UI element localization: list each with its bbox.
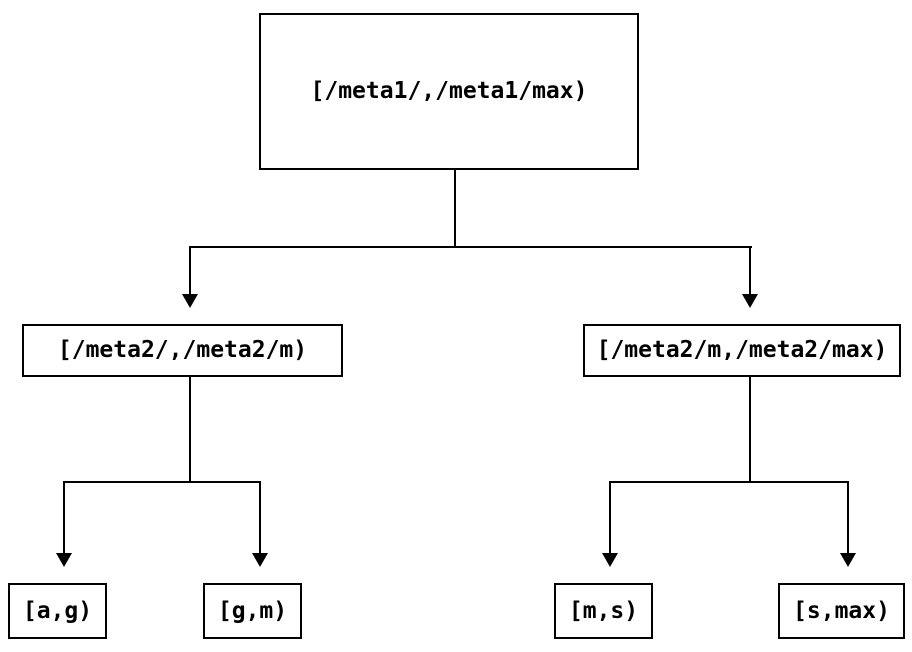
arrow-down-icon bbox=[56, 553, 72, 567]
tree-node-right-child-label: [/meta2/m,/meta2/max) bbox=[596, 337, 888, 363]
arrow-down-icon bbox=[182, 294, 198, 308]
tree-node-leaf-ag: [a,g) bbox=[8, 583, 107, 639]
arrow-down-icon bbox=[840, 553, 856, 567]
connector-leaf-smax-drop bbox=[847, 481, 849, 554]
arrow-down-icon bbox=[252, 553, 268, 567]
connector-leaf-ms-drop bbox=[609, 481, 611, 554]
connector-leaf-gm-drop bbox=[259, 481, 261, 554]
tree-node-leaf-ms-label: [m,s) bbox=[568, 597, 639, 624]
tree-node-leaf-smax: [s,max) bbox=[778, 583, 905, 639]
tree-node-left-child-label: [/meta2/,/meta2/m) bbox=[57, 337, 308, 363]
connector-left-child-drop bbox=[189, 246, 191, 295]
tree-node-root-label: [/meta1/,/meta1/max) bbox=[310, 78, 588, 104]
tree-node-leaf-gm: [g,m) bbox=[203, 583, 302, 639]
tree-node-left-child: [/meta2/,/meta2/m) bbox=[22, 324, 343, 377]
connector-left-child-stem bbox=[189, 377, 191, 482]
tree-node-leaf-smax-label: [s,max) bbox=[793, 597, 890, 624]
tree-node-leaf-gm-label: [g,m) bbox=[217, 597, 288, 624]
arrow-down-icon bbox=[602, 553, 618, 567]
connector-right-child-drop bbox=[749, 246, 751, 295]
connector-right-child-stem bbox=[749, 377, 751, 482]
tree-node-root: [/meta1/,/meta1/max) bbox=[259, 13, 639, 170]
connector-left-subtree-bar bbox=[63, 481, 261, 483]
connector-right-subtree-bar bbox=[609, 481, 849, 483]
tree-node-leaf-ag-label: [a,g) bbox=[22, 597, 93, 624]
connector-leaf-ag-drop bbox=[63, 481, 65, 554]
tree-node-right-child: [/meta2/m,/meta2/max) bbox=[583, 324, 901, 377]
connector-root-stem bbox=[454, 170, 456, 247]
tree-node-leaf-ms: [m,s) bbox=[554, 583, 653, 639]
arrow-down-icon bbox=[742, 294, 758, 308]
connector-level1-bar bbox=[189, 246, 752, 248]
